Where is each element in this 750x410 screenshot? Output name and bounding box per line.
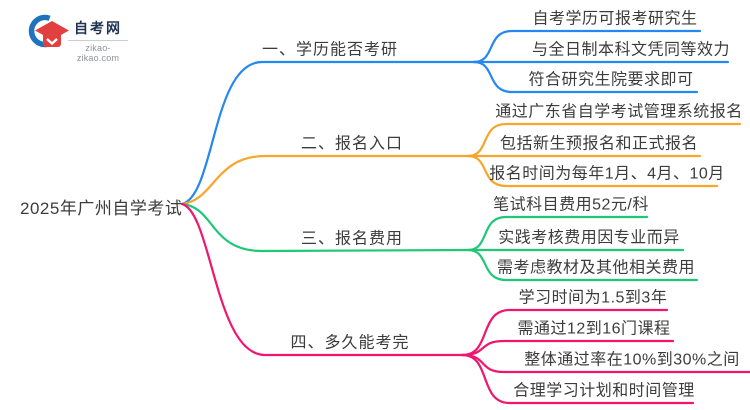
central-topic: 2025年广州自学考试 (20, 199, 183, 218)
site-logo-text: 自考网 zikao-zikao.com (68, 18, 128, 63)
branch-2-item-3: 报名时间为每年1月、4月、10月 (489, 165, 725, 183)
connector-group-fee-branch (180, 202, 699, 282)
branch-label-fee: 三、报名费用 (300, 230, 404, 248)
branch-4-item-4: 合理学习计划和时间管理 (513, 382, 695, 400)
branch-label-duration: 四、多久能考完 (290, 334, 410, 352)
branch-1-item-2: 与全日制本科文凭同等效力 (531, 41, 731, 59)
connector-group-degree-branch (180, 29, 730, 206)
branch-1-item-1: 自考学历可报考研究生 (532, 10, 698, 28)
graduation-cap-icon (28, 14, 69, 48)
branch-3-item-3: 需考虑教材及其他相关费用 (496, 259, 696, 277)
branch-3-item-2: 实践考核费用因专业而异 (498, 229, 680, 247)
branch-4-item-2: 需通过12到16门课程 (517, 320, 671, 338)
site-logo: 自考网 zikao-zikao.com (28, 14, 178, 63)
branch-label-degree: 一、学历能否考研 (261, 41, 399, 59)
site-domain: zikao-zikao.com (76, 43, 120, 63)
site-name: 自考网 (74, 20, 122, 36)
branch-2-item-2: 包括新生预报名和正式报名 (499, 135, 699, 153)
logo-divider (68, 40, 128, 41)
branch-3-item-1: 笔试科目费用52元/科 (493, 196, 649, 214)
branch-1-item-3: 符合研究生院要求即可 (528, 71, 694, 89)
branch-2-item-1: 通过广东省自学考试管理系统报名 (495, 103, 743, 121)
connector-group-duration-branch (180, 202, 750, 405)
branch-4-item-1: 学习时间为1.5到3年 (518, 289, 668, 307)
branch-label-entry: 二、报名入口 (300, 135, 404, 153)
branch-4-item-3: 整体通过率在10%到30%之间 (524, 351, 740, 369)
connector-group-entry-branch (180, 122, 742, 206)
